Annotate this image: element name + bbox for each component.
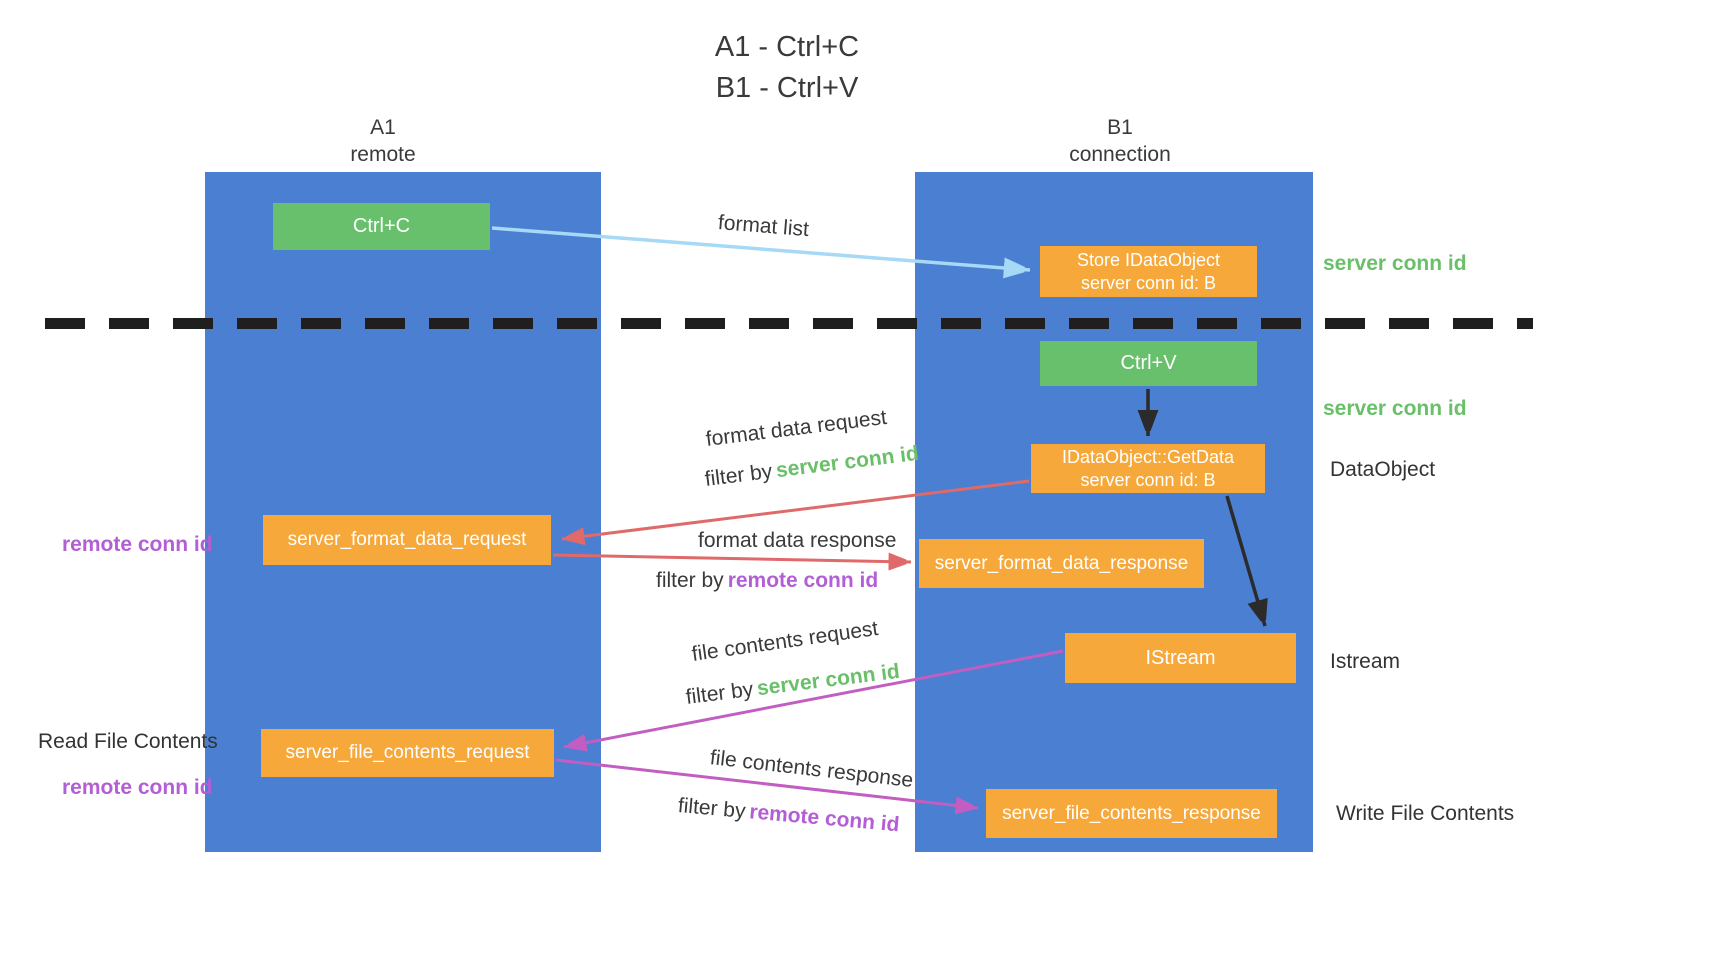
filter-prefix-4: filter by [677,794,747,823]
write-file-contents-label: Write File Contents [1336,802,1515,825]
filter-by-remote-conn-id-label-2: filter byremote conn id [677,794,900,837]
store-idataobject-line1: Store IDataObject [1076,249,1221,270]
lane-b1-name: B1 [1107,116,1133,139]
ctrl-c-box: Ctrl+C [273,203,490,250]
lane-b1-role: connection [1069,143,1171,166]
server-format-data-response-label: server_format_data_response [934,552,1189,574]
file-contents-request-label: file contents request [690,616,880,666]
filter-by-server-conn-id-label-2: filter byserver conn id [685,660,902,710]
ctrl-c-label: Ctrl+C [352,215,411,237]
remote-conn-id-label-top: remote conn id [62,533,213,556]
lane-a1-role: remote [350,143,416,166]
dashed-divider [45,318,1533,329]
format-data-request-label: format data request [704,405,889,451]
title-line-1: A1 - Ctrl+C [714,31,860,63]
getdata-box: IDataObject::GetData server conn id: B [1031,444,1265,493]
server-format-data-request-label: server_format_data_request [287,529,527,550]
lane-a1-name: A1 [370,116,396,139]
server-file-contents-response-box: server_file_contents_response [986,789,1277,838]
filter-value-1: server conn id [774,441,920,483]
format-list-label: format list [717,211,810,242]
server-format-data-request-box: server_format_data_request [263,515,551,565]
getdata-line2: server conn id: B [1080,469,1216,490]
server-file-contents-request-box: server_file_contents_request [261,729,554,777]
filter-value-4: remote conn id [748,800,901,837]
server-file-contents-response-label: server_file_contents_response [1002,802,1261,824]
file-contents-response-label: file contents response [708,746,915,793]
format-data-response-arrow [552,555,912,562]
title-line-2: B1 - Ctrl+V [715,72,859,104]
istream-box: IStream [1065,633,1296,683]
ctrl-v-box: Ctrl+V [1040,341,1257,386]
lane-label-a1: A1 remote [298,114,468,168]
ctrl-v-label: Ctrl+V [1120,352,1177,374]
store-idataobject-line2: server conn id: B [1080,272,1217,293]
dataobject-label: DataObject [1330,458,1436,481]
istream-side-label: Istream [1330,650,1401,673]
remote-conn-id-label-bottom: remote conn id [62,776,213,799]
lane-label-b1: B1 connection [1035,114,1205,168]
server-file-contents-request-label: server_file_contents_request [285,742,530,763]
server-format-data-response-box: server_format_data_response [919,539,1204,588]
filter-prefix-3: filter by [684,677,755,709]
filter-by-server-conn-id-label-1: filter byserver conn id [704,442,921,492]
filter-value-2: remote conn id [727,569,879,592]
store-idataobject-box: Store IDataObject server conn id: B [1040,246,1257,297]
read-file-contents-label: Read File Contents [38,730,218,753]
format-data-response-label: format data response [698,529,897,552]
server-conn-id-label-top: server conn id [1323,252,1467,275]
filter-prefix-2: filter by [656,569,724,592]
server-conn-id-label-mid: server conn id [1323,397,1467,420]
istream-box-label: IStream [1145,646,1216,669]
diagram-title: A1 - Ctrl+C B1 - Ctrl+V [597,27,977,109]
getdata-line1: IDataObject::GetData [1061,446,1235,467]
filter-prefix-1: filter by [703,459,774,491]
filter-value-3: server conn id [755,659,901,701]
